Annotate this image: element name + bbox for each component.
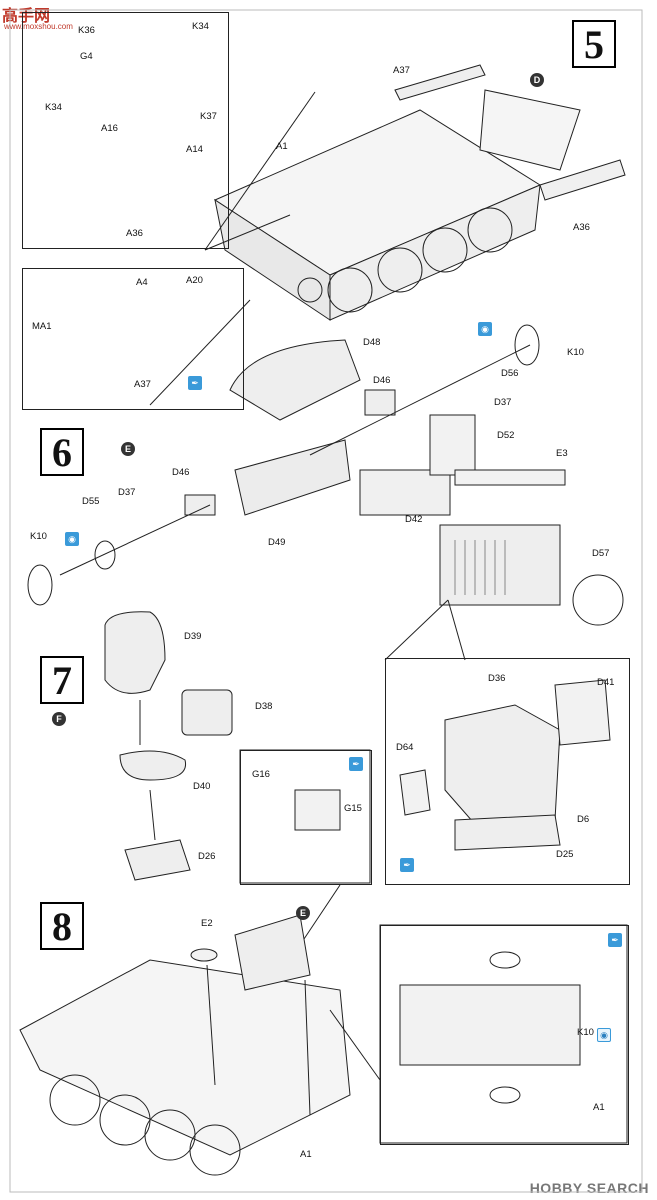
step8-inset bbox=[380, 925, 629, 1145]
part-label: D36 bbox=[488, 673, 506, 684]
part-label: D26 bbox=[198, 851, 216, 862]
part-label: A1 bbox=[300, 1149, 312, 1160]
part-label: K34 bbox=[192, 21, 209, 32]
part-label: D46 bbox=[373, 375, 391, 386]
step5-inset-bottom bbox=[22, 268, 244, 410]
part-label: K36 bbox=[78, 25, 95, 36]
part-label: A14 bbox=[186, 144, 203, 155]
cement-icon: ✒ bbox=[188, 376, 202, 390]
part-label: D46 bbox=[172, 467, 190, 478]
step-number-8: 8 bbox=[40, 902, 84, 950]
part-label: D52 bbox=[497, 430, 515, 441]
step-number-6: 6 bbox=[40, 428, 84, 476]
part-label: D25 bbox=[556, 849, 574, 860]
part-label: A37 bbox=[393, 65, 410, 76]
cement-icon: ✒ bbox=[608, 933, 622, 947]
cement-icon: ✒ bbox=[400, 858, 414, 872]
tag-f: F bbox=[52, 712, 66, 726]
tag-e-step8: E bbox=[296, 906, 310, 920]
part-label: K34 bbox=[45, 102, 62, 113]
part-label: E2 bbox=[201, 918, 213, 929]
part-label: D56 bbox=[501, 368, 519, 379]
part-label: D6 bbox=[577, 814, 590, 825]
part-label: D39 bbox=[184, 631, 202, 642]
part-label: A1 bbox=[276, 141, 288, 152]
part-label: K10 bbox=[30, 531, 47, 542]
step-number-5: 5 bbox=[572, 20, 616, 68]
part-label: D48 bbox=[363, 337, 381, 348]
part-label: D37 bbox=[118, 487, 136, 498]
part-label: A1 bbox=[593, 1102, 605, 1113]
part-label: K10 bbox=[577, 1027, 594, 1038]
part-label: G15 bbox=[344, 803, 362, 814]
part-label: D38 bbox=[255, 701, 273, 712]
part-label: D64 bbox=[396, 742, 414, 753]
part-label: A37 bbox=[134, 379, 151, 390]
part-label: E3 bbox=[556, 448, 568, 459]
part-label: K10 bbox=[567, 347, 584, 358]
part-label: D40 bbox=[193, 781, 211, 792]
part-label: MA1 bbox=[32, 321, 52, 332]
part-label: A36 bbox=[573, 222, 590, 233]
part-label: K37 bbox=[200, 111, 217, 122]
part-label: D42 bbox=[405, 514, 423, 525]
step6-inset bbox=[385, 658, 630, 885]
part-label: D55 bbox=[82, 496, 100, 507]
part-label: A16 bbox=[101, 123, 118, 134]
part-label: D57 bbox=[592, 548, 610, 559]
part-label: G4 bbox=[80, 51, 93, 62]
part-label: A36 bbox=[126, 228, 143, 239]
cement-icon: ✒ bbox=[349, 757, 363, 771]
tire-icon: ◉ bbox=[478, 322, 492, 336]
tag-d: D bbox=[530, 73, 544, 87]
tag-e: E bbox=[121, 442, 135, 456]
step7-inset bbox=[240, 750, 372, 885]
tire-icon: ◉ bbox=[65, 532, 79, 546]
part-label: D49 bbox=[268, 537, 286, 548]
part-label: A20 bbox=[186, 275, 203, 286]
part-label: D37 bbox=[494, 397, 512, 408]
site-url: www.moxshou.com bbox=[4, 22, 73, 31]
part-label: G16 bbox=[252, 769, 270, 780]
tire-icon: ◉ bbox=[597, 1028, 611, 1042]
part-label: D41 bbox=[597, 677, 615, 688]
step-number-7: 7 bbox=[40, 656, 84, 704]
step5-inset-top bbox=[22, 12, 229, 249]
part-label: A4 bbox=[136, 277, 148, 288]
